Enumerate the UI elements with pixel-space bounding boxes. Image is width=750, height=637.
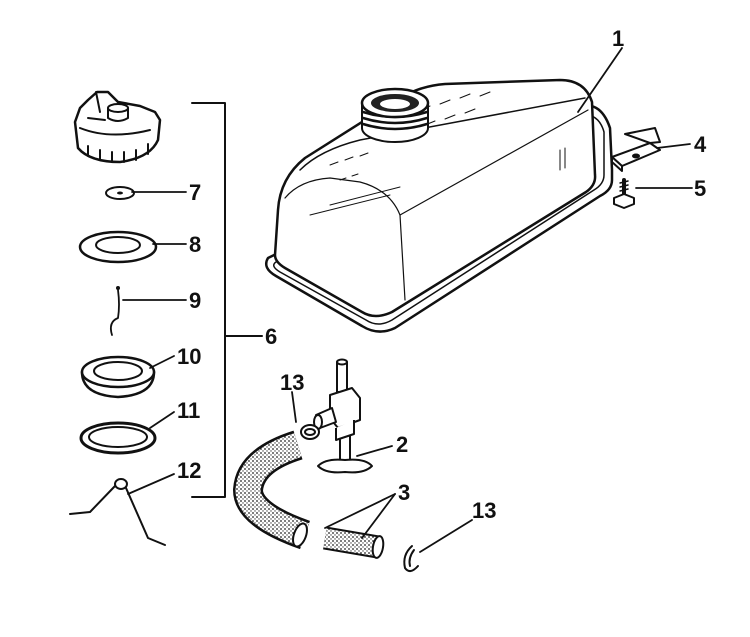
- callout-12: 12: [177, 458, 201, 483]
- hose-clamp-lower: [403, 545, 419, 572]
- callout-13-lower: 13: [472, 498, 496, 523]
- fuel-tank: [265, 78, 614, 333]
- callout-4: 4: [694, 132, 707, 157]
- cap-clip: [69, 478, 166, 546]
- callout-5: 5: [694, 176, 706, 201]
- cap-gasket: [78, 230, 158, 264]
- fuel-hose: [232, 430, 385, 559]
- callout-1: 1: [612, 26, 624, 51]
- hose-clamp-upper: [300, 424, 320, 440]
- callout-11: 11: [177, 398, 200, 423]
- seal-ring: [79, 421, 157, 455]
- tank-clamp: [611, 127, 661, 172]
- callout-9: 9: [189, 288, 201, 313]
- filler-cap: [73, 90, 162, 164]
- retainer-wire: [109, 286, 120, 336]
- callout-6: 6: [265, 324, 277, 349]
- callout-7: 7: [189, 180, 201, 205]
- callout-3: 3: [398, 480, 410, 505]
- leader-lines: [122, 47, 693, 553]
- callout-labels: 1 2 3 4 5 6 7 8 9 10 11 12 13 13: [177, 26, 707, 523]
- callout-10: 10: [177, 344, 201, 369]
- callout-8: 8: [189, 232, 201, 257]
- assembly-bracket: [191, 102, 263, 498]
- callout-13-upper: 13: [280, 370, 304, 395]
- callout-2: 2: [396, 432, 408, 457]
- vent-washer: [105, 186, 135, 200]
- hex-screw: [613, 178, 635, 209]
- fuel-shutoff-valve: [313, 358, 373, 474]
- cap-cup: [80, 355, 156, 399]
- filler-neck: [360, 87, 430, 143]
